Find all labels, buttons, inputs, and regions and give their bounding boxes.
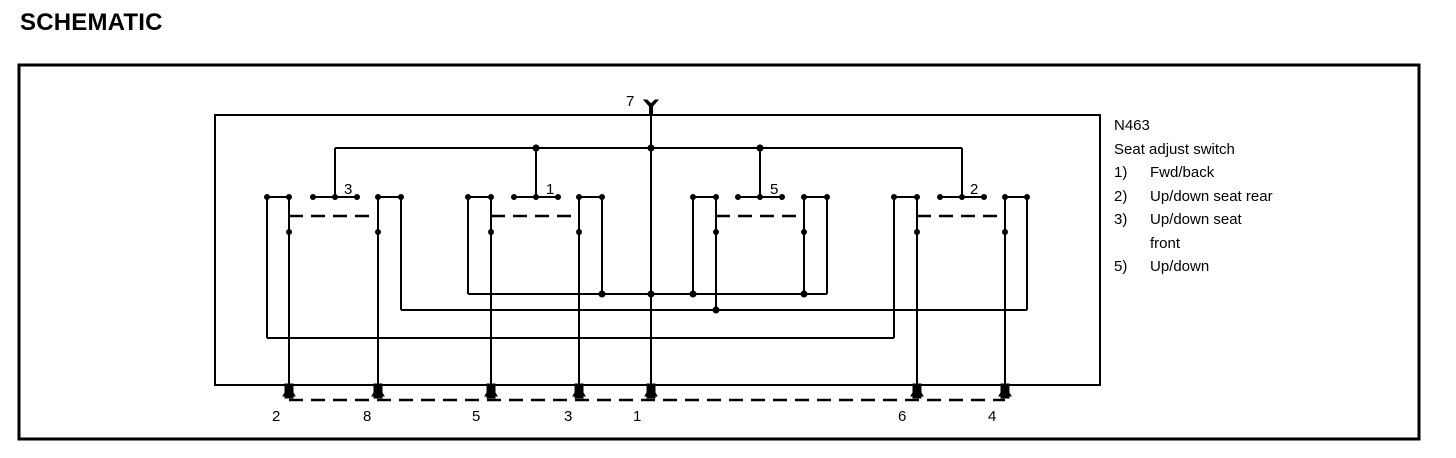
legend-number: 2) xyxy=(1114,187,1128,205)
legend-text: front xyxy=(1150,234,1181,252)
component-code: N463 xyxy=(1114,117,1150,134)
component-legend: N463 Seat adjust switch 1) Fwd/back 2) U… xyxy=(1114,114,1273,279)
switch-label-5: 5 xyxy=(770,181,778,198)
component-name: Seat adjust switch xyxy=(1114,140,1235,158)
switch-housing xyxy=(214,114,1101,386)
legend-text: Fwd/back xyxy=(1150,164,1215,181)
bottom-pin-label: 5 xyxy=(472,408,480,425)
outer-frame xyxy=(17,63,1421,441)
legend-text: Up/down seat rear xyxy=(1150,187,1273,205)
legend-text: Up/down xyxy=(1150,258,1210,275)
bottom-pin-label: 2 xyxy=(272,408,280,425)
switch-label-2: 2 xyxy=(970,181,978,198)
legend-number: 5) xyxy=(1114,258,1128,275)
legend-item: 2) Up/down seat rear xyxy=(1114,185,1273,209)
legend-text: Up/down seat xyxy=(1150,211,1242,228)
bottom-pin-label: 8 xyxy=(363,408,371,425)
bottom-pin-label: 3 xyxy=(564,408,572,425)
bottom-pin-label: 4 xyxy=(988,408,996,425)
legend-item: 5) Up/down xyxy=(1114,255,1273,279)
switch-label-1: 1 xyxy=(546,181,554,198)
bottom-pin-label: 6 xyxy=(898,408,906,425)
legend-number: 3) xyxy=(1114,211,1128,228)
switch-label-3: 3 xyxy=(344,181,352,198)
legend-number: 1) xyxy=(1114,164,1128,181)
bottom-connectors xyxy=(282,383,1012,399)
bottom-pin-label: 1 xyxy=(633,408,641,425)
legend-item: 1) Fwd/back xyxy=(1114,161,1273,185)
pin-7-label: 7 xyxy=(626,93,634,110)
legend-number xyxy=(1114,232,1150,256)
legend-item: 3) Up/down seat xyxy=(1114,208,1273,232)
page-title: SCHEMATIC xyxy=(20,9,163,36)
legend-item: front xyxy=(1114,232,1273,256)
